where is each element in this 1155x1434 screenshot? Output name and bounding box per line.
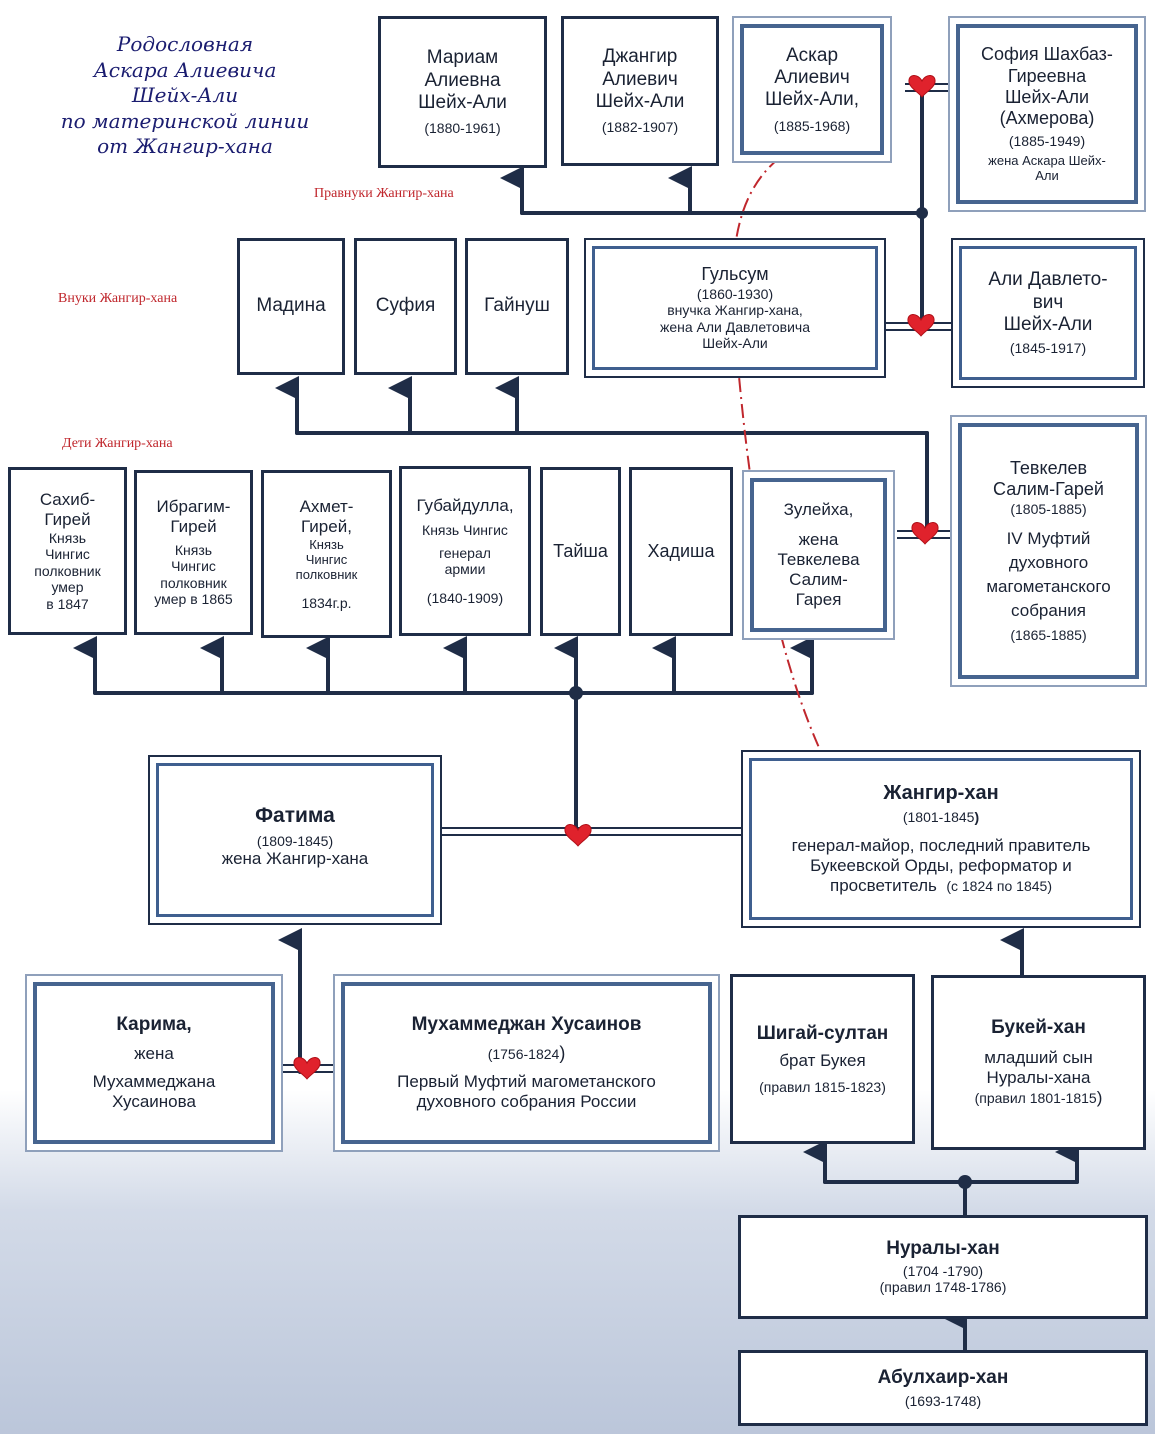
person-nuraly-han: Нуралы-хан (1704 -1790) (правил 1748-178… bbox=[738, 1215, 1148, 1319]
label-children: Дети Жангир-хана bbox=[62, 436, 173, 451]
person-zhangir-han: Жангир-хан (1801-1845) генерал-майор, по… bbox=[741, 750, 1141, 928]
person-gulsum: Гульсум (1860-1930) внучка Жангир-хана,ж… bbox=[584, 238, 886, 378]
person-bukei-han: Букей-хан младший сын Нуралы-хана (прави… bbox=[931, 975, 1146, 1150]
heart-icon bbox=[908, 74, 936, 98]
person-gainush: Гайнуш bbox=[465, 238, 569, 375]
heart-icon bbox=[293, 1056, 321, 1080]
person-taisha: Тайша bbox=[540, 467, 621, 636]
label-great-grandchildren: Правнуки Жангир-хана bbox=[314, 186, 454, 201]
label-grandchildren: Внуки Жангир-хана bbox=[58, 291, 178, 306]
person-shigai-sultan: Шигай-султан брат Букея (правил 1815-182… bbox=[730, 974, 915, 1144]
person-madina: Мадина bbox=[237, 238, 345, 375]
person-sufia: Суфия bbox=[354, 238, 457, 375]
person-muhammedzhan: Мухаммеджан Хусаинов (1756-1824) Первый … bbox=[333, 974, 720, 1152]
person-fatima: Фатима (1809-1845) жена Жангир-хана bbox=[148, 755, 442, 925]
page-title: Родословная Аскара Алиевича Шейх-Али по … bbox=[60, 32, 310, 159]
person-hadisha: Хадиша bbox=[629, 467, 733, 636]
person-abulhair-han: Абулхаир-хан (1693-1748) bbox=[738, 1350, 1148, 1426]
